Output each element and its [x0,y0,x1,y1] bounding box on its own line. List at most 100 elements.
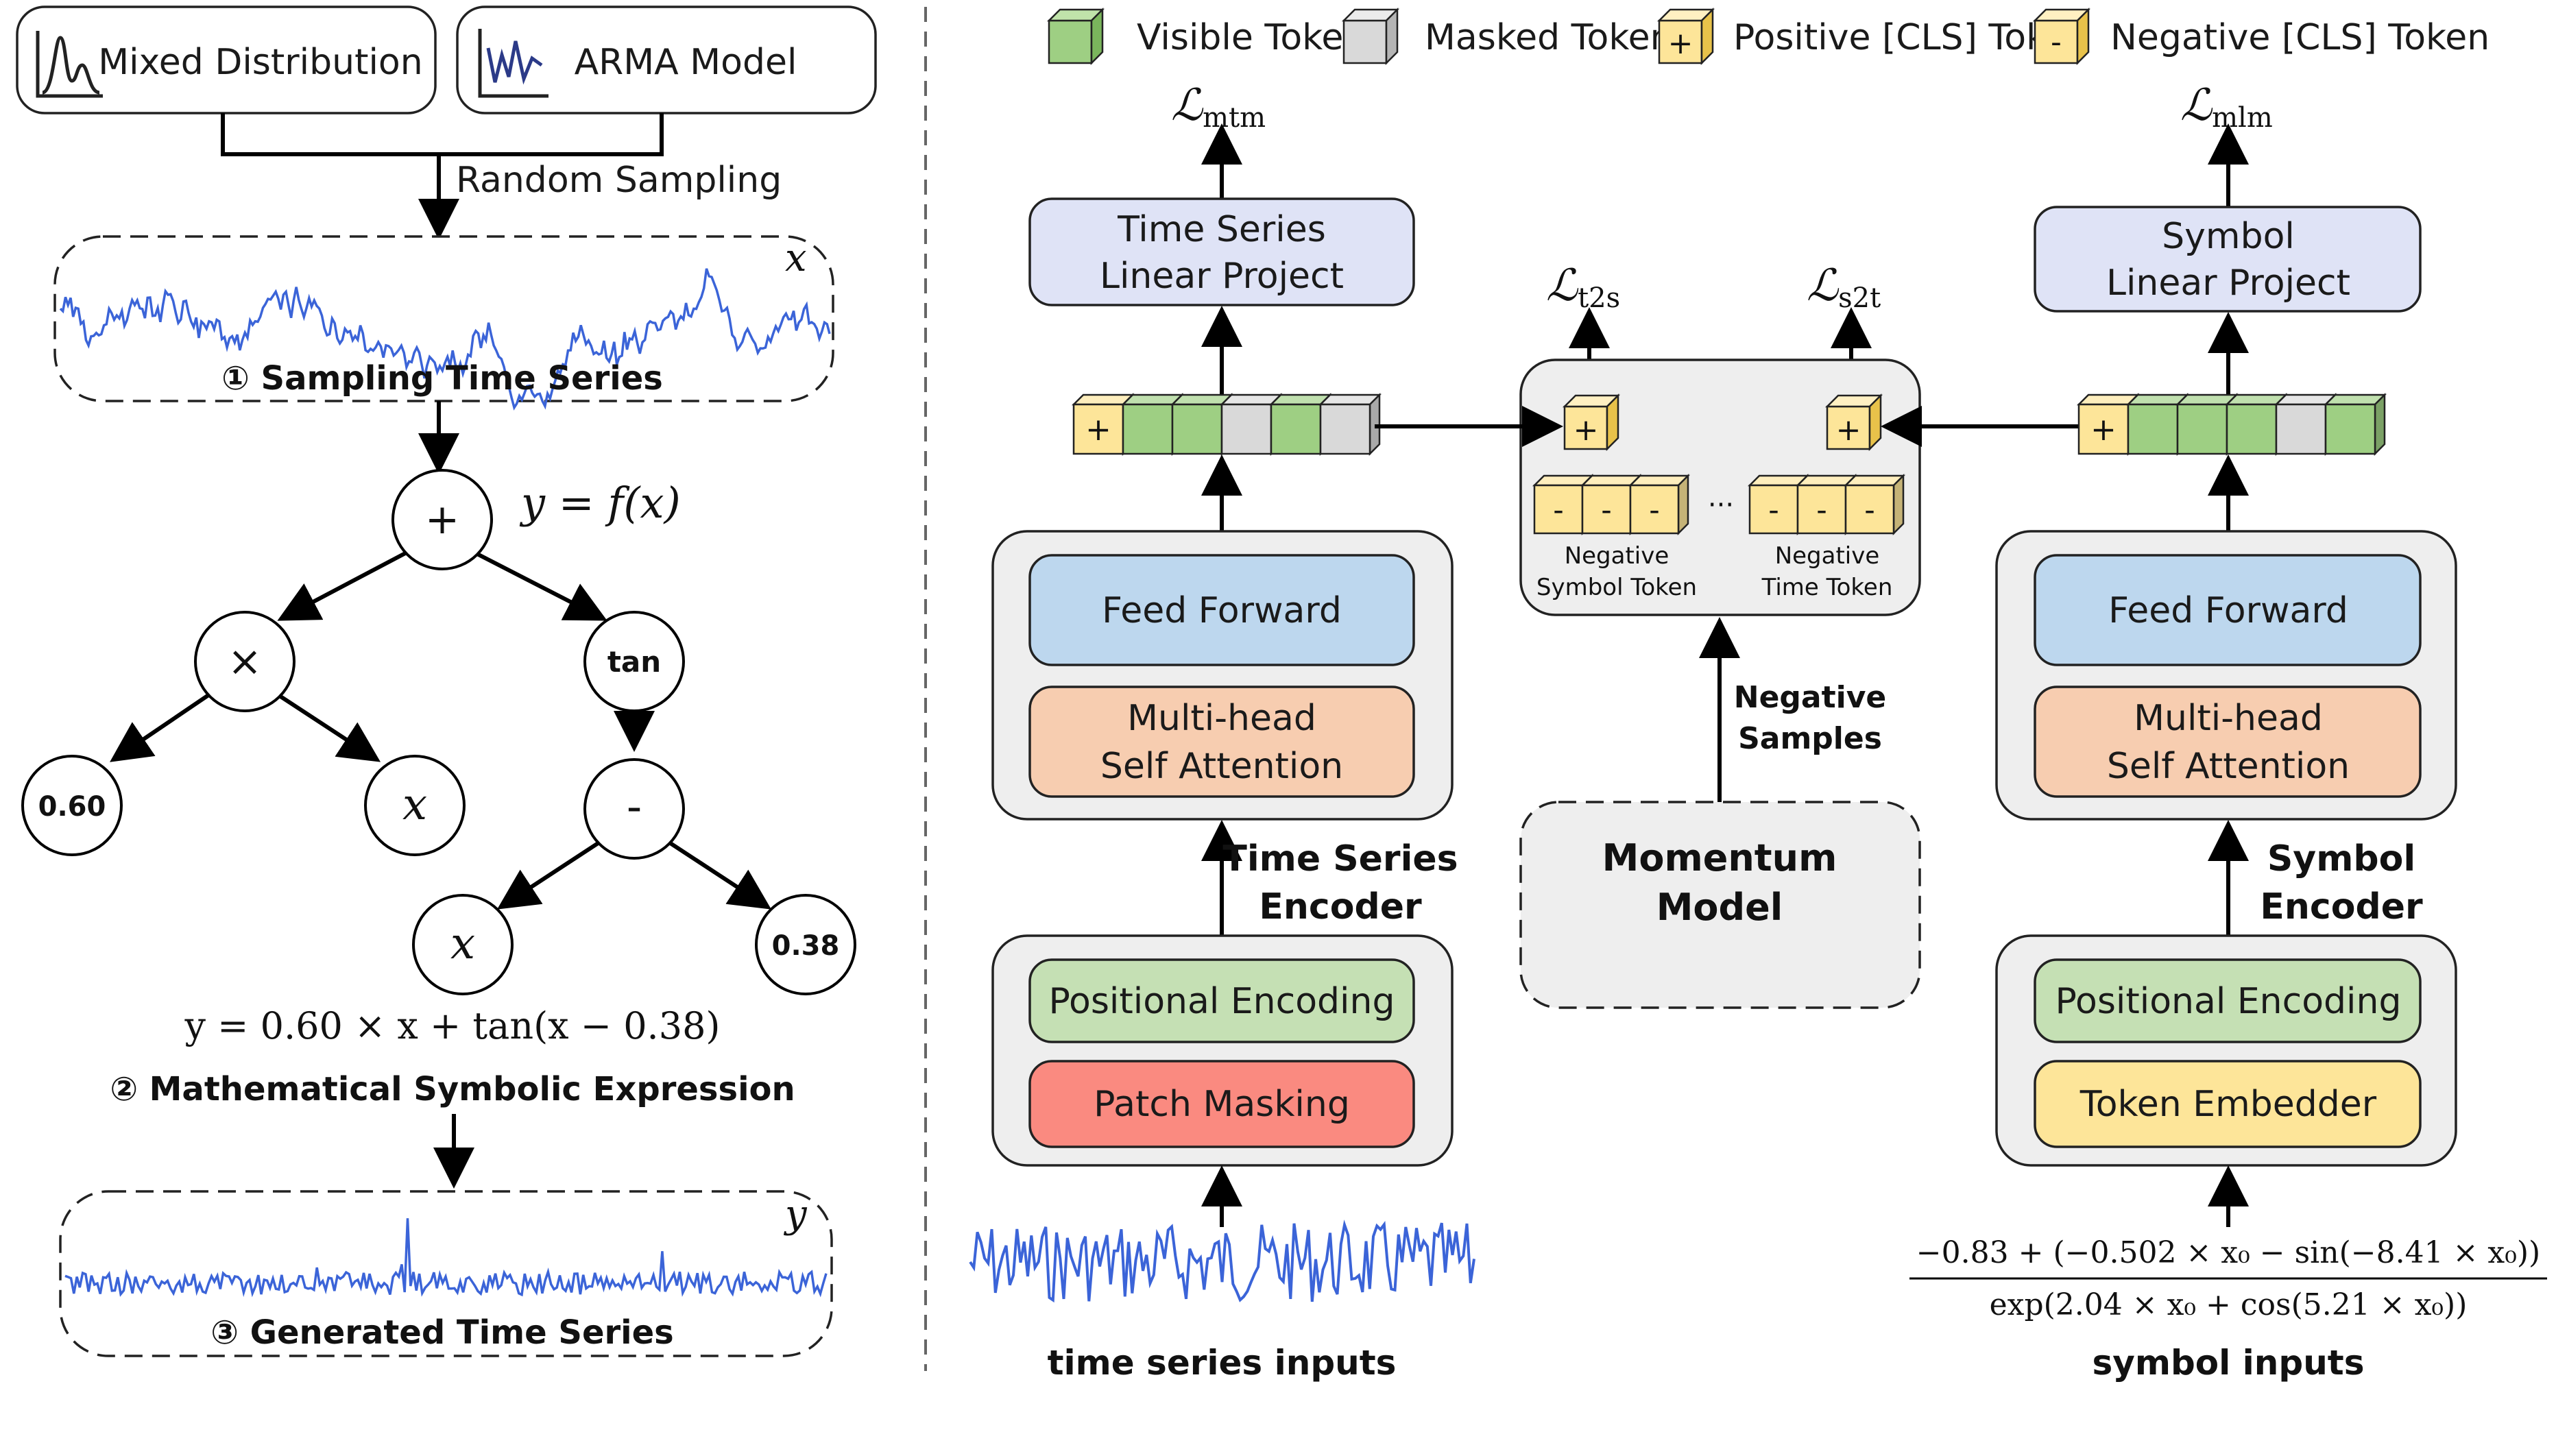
tree-leaf-x-left-label: x [402,779,427,830]
sym-input-numerator: −0.83 + (−0.502 × x₀ − sin(−8.41 × x₀)) [1916,1235,2540,1270]
ts-attention-box [1028,685,1415,798]
symbol-branch: ℒmlm Symbol Linear Project + Feed Forwar… [1909,80,2547,1383]
svg-text:+: + [1085,411,1111,448]
ts-token-strip: + [1071,392,1382,457]
svg-text:-: - [1601,493,1612,527]
step3-caption: ③ Generated Time Series [210,1313,674,1352]
sym-attention-line2: Self Attention [2107,746,2350,787]
negative-ellipsis: ··· [1708,489,1734,521]
ts-patch-masking-label: Patch Masking [1094,1084,1350,1125]
contrastive-panel [1519,359,1921,616]
step2-caption: ② Mathematical Symbolic Expression [110,1070,795,1108]
sym-positional-box [2034,958,2422,1043]
time-series-branch: ℒmtm Time Series Linear Project + Feed F… [969,80,1475,1383]
sym-input-denominator: exp(2.04 × x₀ + cos(5.21 × x₀)) [1990,1287,2468,1322]
sym-positional-label: Positional Encoding [2055,981,2402,1022]
sampled-series-line [59,268,831,411]
svg-text:-: - [1768,493,1779,527]
mixed-distribution-label: Mixed Distribution [98,42,422,83]
var-x-label: x [785,236,807,280]
arma-icon [478,29,548,98]
sym-token-0: + [2076,392,2141,457]
svg-text:+: + [1668,26,1693,61]
svg-text:-: - [1553,493,1564,527]
ts-linear-project-line1: Time Series [1117,209,1326,250]
loss-mtm: ℒmtm [1171,80,1266,134]
sym-token-5 [2323,392,2387,457]
ts-feed-forward-label: Feed Forward [1102,590,1342,631]
legend-masked-swatch [1341,7,1400,66]
negative-samples-line1: Negative [1734,680,1887,715]
tree-leaf-x-left [364,755,466,856]
ts-input-series-line [969,1220,1475,1303]
tree-node-times-label: × [228,638,262,685]
sym-feed-forward-box [2034,554,2422,666]
symbolic-expression: y = 0.60 × x + tan(x − 0.38) [184,1004,721,1047]
neg-time-caption-line1: Negative [1775,542,1880,570]
tree-node-minus-label: - [627,781,642,832]
merge-connector [221,113,664,232]
arma-model-box [456,5,877,114]
ts-token-4 [1268,392,1333,457]
legend-negative-swatch: - [2032,7,2091,66]
sym-linear-project-box [2034,206,2422,313]
legend-positive-label: Positive [CLS] Token [1733,17,2090,58]
loss-s2t: ℒs2t [1807,260,1881,314]
ts-linear-project-line2: Linear Project [1100,256,1344,297]
positive-cls-ts: + [1562,393,1621,452]
mixed-distribution-box [16,5,437,114]
positive-cls-sym: + [1824,393,1883,452]
ts-attention-line2: Self Attention [1100,746,1343,787]
neg-time-token-2: - [1843,473,1906,536]
svg-text:+: + [2090,411,2117,448]
tree-node-plus-label: + [425,496,459,544]
negative-time-tokens: --- [1747,473,1906,536]
tree-node-times [194,611,296,712]
tree-leaf-038 [755,894,856,995]
contrastive-center: ℒt2s ℒs2t + + - - - - - - ··· Negative Symbo… [1375,260,2081,1009]
neg-symbol-token-2: - [1628,473,1691,536]
legend-visible-swatch [1046,7,1105,66]
legend-positive-swatch: + [1656,7,1715,66]
sym-feed-forward-label: Feed Forward [2108,590,2348,631]
step1-caption: ① Sampling Time Series [221,359,663,398]
tree-node-tan [583,611,685,712]
loss-t2s: ℒt2s [1546,260,1620,314]
svg-text:+: + [1836,413,1861,448]
sym-token-embedder-box [2034,1060,2422,1148]
sym-attention-box [2034,685,2422,798]
legend: Visible Token Masked Token + Positive [C… [1046,7,2489,66]
ts-patch-masking-box [1028,1060,1415,1148]
sampling-series-box [53,235,834,402]
momentum-model-box [1519,801,1921,1009]
function-equation: y = f(x) [519,478,681,528]
svg-text:-: - [1864,493,1875,527]
ts-positional-label: Positional Encoding [1049,981,1395,1022]
random-sampling-label: Random Sampling [456,160,782,201]
tree-node-minus [583,758,685,860]
svg-text:-: - [1816,493,1827,527]
tree-leaf-060-label: 0.60 [38,791,106,823]
legend-visible-label: Visible Token [1137,17,1366,58]
svg-text:-: - [1649,493,1660,527]
legend-negative-label: Negative [CLS] Token [2110,17,2489,58]
neg-symbol-caption-line2: Symbol Token [1536,574,1697,601]
ts-encoder-label-line2: Encoder [1259,886,1422,927]
neg-symbol-caption-line1: Negative [1565,542,1669,570]
arma-model-label: ARMA Model [575,42,797,83]
svg-text:+: + [1574,413,1599,448]
momentum-model-line1: Momentum [1602,836,1837,879]
negative-samples-line2: Samples [1738,721,1882,756]
ts-encoder-label-line1: Time Series [1222,838,1458,879]
sym-input-label: symbol inputs [2093,1343,2365,1383]
sym-attention-line1: Multi-head [2134,698,2323,739]
sym-token-strip: + [2076,392,2387,457]
generated-series-line [64,1218,828,1298]
ts-feed-forward-box [1028,554,1415,666]
neg-symbol-token-1: - [1580,473,1643,536]
neg-time-caption-line2: Time Token [1761,574,1893,601]
tree-leaf-x-right-label: x [450,919,475,969]
loss-mlm: ℒmlm [2180,80,2273,134]
sym-encoder-label-line1: Symbol [2267,838,2415,879]
ts-token-5 [1318,392,1382,457]
